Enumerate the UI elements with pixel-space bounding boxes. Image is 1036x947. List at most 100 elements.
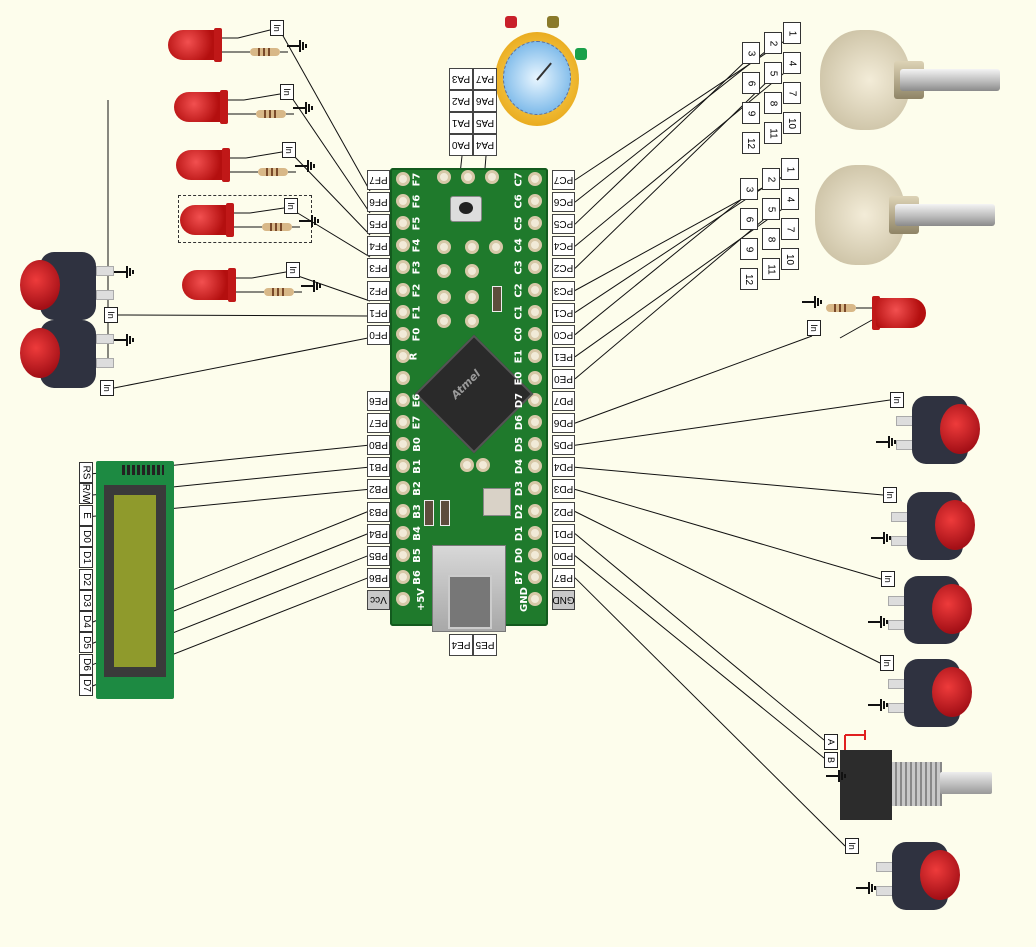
pin-hole <box>528 437 542 452</box>
pin-label-pa6: PA6 <box>473 90 497 112</box>
pin-label-pa4: PA4 <box>473 134 497 156</box>
reset-button[interactable] <box>450 196 482 222</box>
pin-label-pa5: PA5 <box>473 112 497 134</box>
wire <box>113 337 369 389</box>
lcd-pin-text: R/W <box>80 484 92 504</box>
lcd-pin-label-rs: RS <box>79 462 93 483</box>
input-label-text: In <box>271 24 282 32</box>
led-input-label: In <box>270 20 284 36</box>
button-input-label: In <box>883 487 897 503</box>
wire <box>117 314 369 317</box>
rotary-pin-text: 2 <box>765 176 777 182</box>
encoder-wire <box>574 555 825 759</box>
pin-hole <box>396 393 410 407</box>
rotary-switch-pin-label: 11 <box>762 258 780 280</box>
pin-hole <box>528 591 542 606</box>
push-button[interactable] <box>887 490 977 562</box>
led[interactable] <box>182 268 248 302</box>
lcd-pin-label-d6: D6 <box>79 653 93 675</box>
rotary-switch-pin-label: 1 <box>781 158 799 180</box>
pin-hole <box>528 282 542 297</box>
rotary-pin-text: 3 <box>745 50 757 56</box>
pin-hole <box>396 481 410 496</box>
led[interactable] <box>176 148 242 182</box>
rotary-wire <box>574 189 754 336</box>
led[interactable] <box>168 28 234 62</box>
push-button[interactable] <box>892 394 982 466</box>
lcd-pin-label-d5: D5 <box>79 632 93 654</box>
pin-hole <box>528 326 542 341</box>
button-input-label: In <box>100 380 114 396</box>
pin-hole <box>437 264 451 278</box>
led-input-label: In <box>284 198 298 214</box>
pin-label-pd4: PD4 <box>552 457 575 478</box>
silkscreen-label: GND <box>518 586 530 612</box>
led-wire <box>245 151 283 159</box>
pin-label-pb5: PB5 <box>367 545 390 566</box>
pin-label-pc5: PC5 <box>552 214 575 235</box>
rotary-pin-text: 11 <box>765 263 777 275</box>
rotary-switch-1[interactable] <box>810 25 1000 135</box>
resistor <box>826 304 856 312</box>
pin-label-pf1: PF1 <box>367 302 390 323</box>
encoder-pin-text: B <box>825 756 836 764</box>
pin-hole <box>528 547 542 562</box>
rotary-switch-pin-label: 4 <box>783 52 801 74</box>
push-button[interactable] <box>884 657 974 729</box>
ground-icon <box>871 532 893 544</box>
pin-hole <box>396 437 410 452</box>
pin-hole <box>465 240 479 254</box>
crystal-oscillator <box>483 488 511 516</box>
pin-label-pe1: PE1 <box>552 346 575 367</box>
led[interactable] <box>860 296 926 330</box>
rotary-encoder[interactable] <box>840 750 1000 820</box>
rotary-switch-pin-label: 9 <box>742 102 760 124</box>
lcd-pin-text: D3 <box>80 593 92 607</box>
button-input-label: In <box>880 655 894 671</box>
input-label-text: In <box>884 491 895 499</box>
silkscreen-label: E6 <box>411 393 423 408</box>
rotary-pin-text: 10 <box>784 253 796 265</box>
input-label-text: In <box>287 266 298 274</box>
pin-label-pb6: PB6 <box>367 567 390 588</box>
led-input-label: In <box>286 262 300 278</box>
pin-label-pc0: PC0 <box>552 324 575 345</box>
pin-hole <box>528 194 542 209</box>
push-button[interactable] <box>18 318 114 390</box>
rotary-switch-pin-label: 10 <box>781 248 799 270</box>
pin-label-pd2: PD2 <box>552 501 575 522</box>
smd-component <box>424 500 434 526</box>
pin-label-pa0: PA0 <box>449 134 473 156</box>
silkscreen-label: B7 <box>513 570 525 585</box>
rotary-pin-text: 6 <box>745 80 757 86</box>
resistor <box>250 48 280 56</box>
rotary-switch-pin-label: 6 <box>740 208 758 230</box>
pin-label-pf2: PF2 <box>367 280 390 301</box>
push-button[interactable] <box>872 840 962 912</box>
rotary-wire <box>574 209 776 380</box>
pin-hole <box>528 238 542 253</box>
rotary-switch-pin-label: 3 <box>740 178 758 200</box>
rotary-switch-2[interactable] <box>805 160 995 270</box>
pin-label-pf0: PF0 <box>367 324 390 345</box>
pin-label-pc3: PC3 <box>552 280 575 301</box>
pin-hole <box>396 348 410 363</box>
pin-label-pe7: PE7 <box>367 413 390 434</box>
pin-label-pf5: PF5 <box>367 214 390 235</box>
push-button[interactable] <box>18 250 114 322</box>
input-label-text: In <box>882 575 893 583</box>
pin-hole <box>528 459 542 474</box>
pin-label-pe6: PE6 <box>367 391 390 411</box>
led-input-label: In <box>280 84 294 100</box>
silkscreen-label: F6 <box>411 194 423 209</box>
pin-label-pd6: PD6 <box>552 413 575 434</box>
push-button[interactable] <box>884 574 974 646</box>
rotary-pin-text: 8 <box>767 100 779 106</box>
pin-hole <box>437 290 451 304</box>
pin-label-gnd: GND <box>552 589 575 610</box>
silkscreen-label: E1 <box>513 349 525 364</box>
pin-hole <box>528 260 542 275</box>
led[interactable] <box>180 203 246 237</box>
rotary-switch-pin-label: 5 <box>764 62 782 84</box>
led[interactable] <box>174 90 240 124</box>
